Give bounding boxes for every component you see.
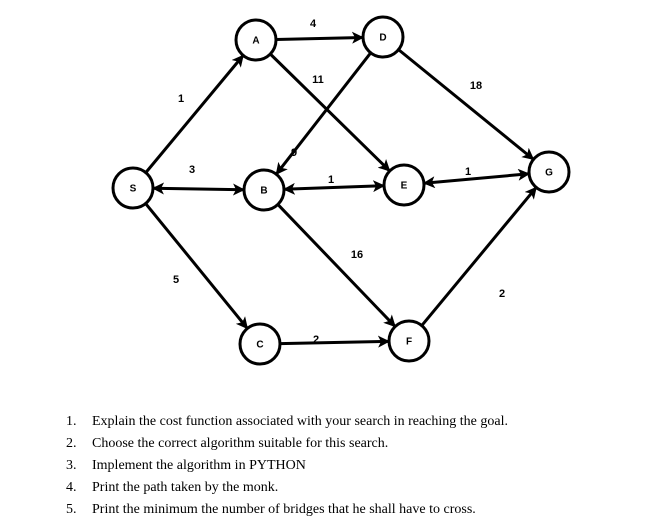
node-circle: [382, 163, 426, 207]
edges-layer: 1 3 5 4 11 9 18 1 16 1 2 2: [144, 18, 538, 348]
node-circle: [234, 18, 278, 62]
question-item: 4. Print the path taken by the monk.: [66, 477, 508, 499]
edge-e-g: [422, 168, 531, 189]
node-label: D: [379, 33, 386, 44]
node-c: C: [238, 322, 282, 366]
edge-weight-a-e: 11: [312, 74, 324, 86]
node-circle: [238, 322, 282, 366]
node-circle: [387, 319, 431, 363]
edge-d-g: [397, 48, 535, 161]
node-circle: [242, 168, 286, 212]
edge-weight-d-g: 18: [470, 80, 482, 92]
node-g: G: [527, 150, 571, 194]
graph-diagram: 1 3 5 4 11 9 18 1 16 1 2 2 S A B C D E F G: [111, 15, 571, 366]
edge-weight-f-g: 2: [499, 288, 505, 300]
edge-weight-s-a: 1: [178, 93, 184, 105]
question-number: 4.: [66, 480, 77, 495]
node-a: A: [234, 18, 278, 62]
node-s: S: [111, 166, 155, 210]
edge-weight-a-d: 4: [310, 18, 317, 30]
node-b: B: [242, 168, 286, 212]
edge-weight-s-c: 5: [173, 274, 179, 286]
node-circle: [527, 150, 571, 194]
edge-a-d: [275, 31, 365, 44]
question-text: Explain the cost function associated wit…: [92, 414, 508, 429]
edge-weight-b-e: 1: [328, 174, 334, 186]
question-item: 5. Print the minimum the number of bridge…: [66, 499, 508, 521]
edge-weight-e-g: 1: [465, 166, 471, 178]
node-circle: [361, 15, 405, 59]
node-label: E: [401, 181, 408, 192]
node-label: G: [545, 168, 553, 179]
node-label: C: [256, 340, 263, 351]
question-list: 1. Explain the cost function associated w…: [66, 411, 508, 521]
edge-b-e: [282, 180, 386, 195]
edge-s-b: [151, 182, 246, 196]
edge-c-f: [279, 335, 391, 348]
question-item: 3. Implement the algorithm in PYTHON: [66, 455, 508, 477]
edge-s-a: [144, 54, 245, 174]
edge-weight-b-f: 16: [351, 249, 363, 261]
question-number: 5.: [66, 502, 77, 517]
question-number: 3.: [66, 458, 77, 473]
edge-d-b: [275, 51, 372, 176]
node-d: D: [361, 15, 405, 59]
edge-weight-s-b: 3: [189, 164, 195, 176]
nodes-layer: S A B C D E F G: [111, 15, 571, 366]
edge-s-c: [144, 202, 249, 330]
question-text: Implement the algorithm in PYTHON: [92, 458, 306, 473]
node-label: B: [260, 186, 267, 197]
node-label: S: [130, 184, 137, 195]
question-number: 2.: [66, 436, 77, 451]
question-number: 1.: [66, 414, 77, 429]
edge-weight-d-b: 9: [291, 147, 297, 159]
edge-f-g: [420, 186, 538, 327]
edge-a-e: [269, 52, 391, 173]
node-e: E: [382, 163, 426, 207]
node-label: A: [252, 36, 259, 47]
question-item: 1. Explain the cost function associated w…: [66, 411, 508, 433]
question-item: 2. Choose the correct algorithm suitable …: [66, 433, 508, 455]
question-text: Choose the correct algorithm suitable fo…: [92, 436, 389, 451]
edge-b-f: [276, 203, 397, 328]
edge-weight-c-f: 2: [313, 334, 319, 346]
question-text: Print the minimum the number of bridges …: [92, 502, 476, 517]
question-text: Print the path taken by the monk.: [92, 480, 279, 495]
node-label: F: [406, 337, 412, 348]
node-f: F: [387, 319, 431, 363]
node-circle: [111, 166, 155, 210]
